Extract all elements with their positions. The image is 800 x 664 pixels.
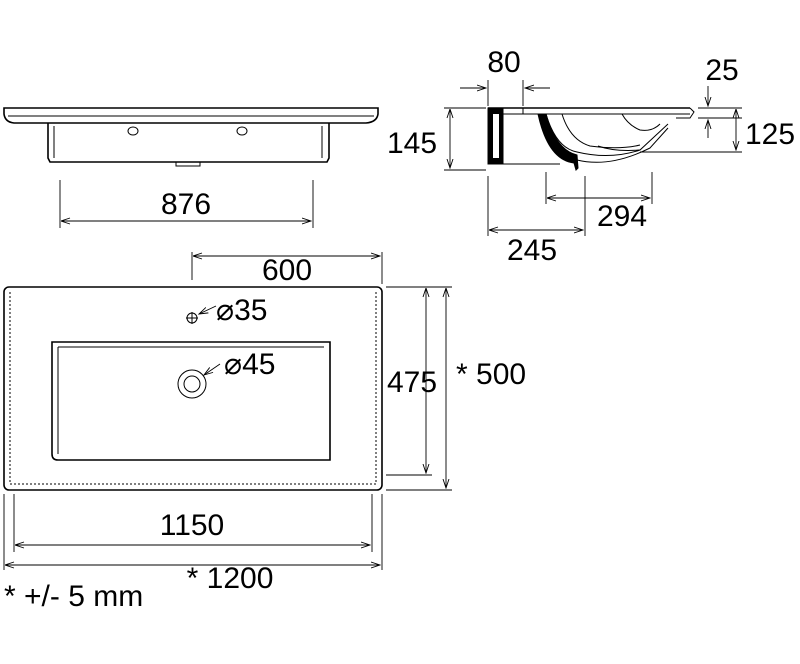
front-slab [3,107,379,124]
diameter-symbol-35: ⌀ [216,294,234,327]
diameter-symbol-45: ⌀ [224,348,242,381]
dim-label-125: 125 [745,118,795,151]
dim-label-35: ⌀35 [216,294,267,327]
overflow-hole-right [236,126,248,136]
hole-35-value: 35 [234,294,267,327]
dim-label-475: 475 [387,366,437,399]
dim-label-45: ⌀45 [224,348,275,381]
dim-label-876: 876 [161,188,211,221]
section-bowl-profile [537,113,579,171]
plan-bowl-opening [51,341,331,461]
dim-label-1150: 1150 [160,509,225,542]
tolerance-note: * +/- 5 mm [4,580,143,613]
dim-label-25: 25 [705,54,738,87]
dim-label-80: 80 [487,46,520,79]
plan-outline [3,286,383,491]
front-elevation-view: 876 [3,107,379,228]
dim-label-145: 145 [387,127,437,160]
dim-label-500: * 500 [456,358,526,391]
waste-hole-inner [183,375,201,393]
section-view: 80 25 145 125 294 245 [387,46,795,267]
front-drain-outlet [175,162,201,167]
overflow-hole-left [127,126,139,136]
waste-hole-outer [177,369,207,399]
hole-45-value: 45 [242,348,275,381]
dim-label-1200: * 1200 [187,562,274,595]
front-basin-body [47,123,330,163]
dim-label-294: 294 [597,200,647,233]
dim-label-600: 600 [262,254,312,287]
plan-view: ⌀35 ⌀45 600 475 * 500 1150 * 1200 [3,252,526,595]
dim-label-245: 245 [507,234,557,267]
